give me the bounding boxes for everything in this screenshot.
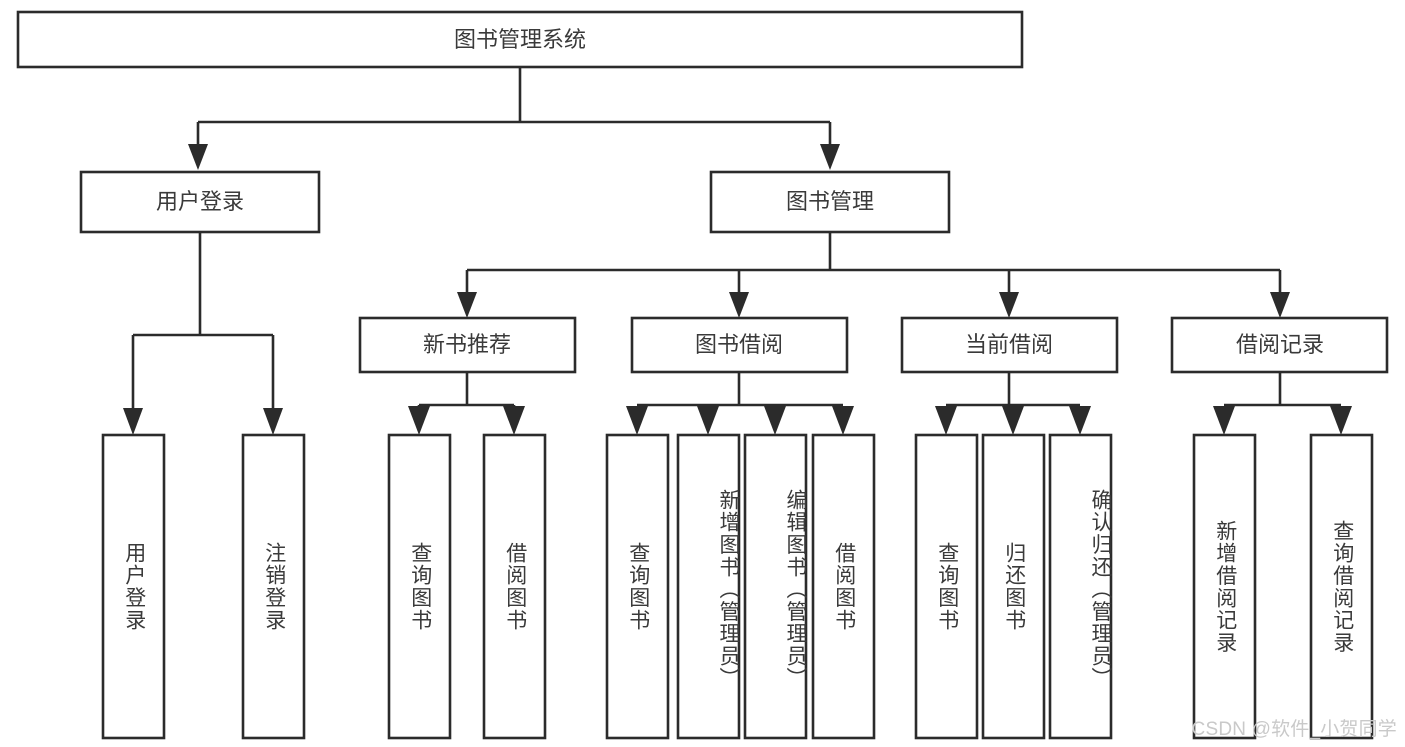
- arrow-currentborrow-leaf1: [935, 406, 957, 435]
- node-borrow-record[interactable]: 借阅记录: [1170, 316, 1389, 374]
- arrow-to-borrowrecord: [1270, 292, 1290, 318]
- arrow-bookborrow-leaf1: [626, 406, 648, 435]
- leaf-box-add-book-admin[interactable]: [676, 433, 741, 740]
- node-borrow-record-box[interactable]: [1170, 316, 1389, 374]
- node-new-book-recommend-label: 新书推荐: [423, 332, 511, 357]
- leaf-box-user-login[interactable]: [101, 433, 166, 740]
- node-book-borrow[interactable]: 图书借阅: [630, 316, 849, 374]
- leaf-box-borrow-book-2[interactable]: [811, 433, 876, 740]
- arrow-bookborrow-leaf3: [764, 406, 786, 435]
- node-user-login-box[interactable]: [79, 170, 321, 234]
- arrow-userlogin-leaf2: [263, 408, 283, 435]
- leaf-box-borrow-book-1[interactable]: [482, 433, 547, 740]
- node-current-borrow-label: 当前借阅: [965, 332, 1053, 357]
- arrow-newbook-leaf2: [503, 406, 525, 435]
- node-root-label: 图书管理系统: [454, 27, 586, 52]
- leaf-box-logout[interactable]: [241, 433, 306, 740]
- arrow-newbook-leaf1: [408, 406, 430, 435]
- node-book-manage-box[interactable]: [709, 170, 951, 234]
- node-new-book-recommend-box[interactable]: [358, 316, 577, 374]
- edges-currentborrow-to-leaves: [935, 372, 1091, 435]
- arrow-to-bookborrow: [729, 292, 749, 318]
- arrow-to-user-login: [188, 144, 208, 170]
- leaf-box-return-book[interactable]: [981, 433, 1046, 740]
- node-current-borrow[interactable]: 当前借阅: [900, 316, 1119, 374]
- edges-newbook-to-leaves: [408, 372, 525, 435]
- leaf-box-add-borrow-record[interactable]: [1192, 433, 1257, 740]
- node-borrow-record-label: 借阅记录: [1236, 332, 1324, 357]
- node-current-borrow-box[interactable]: [900, 316, 1119, 374]
- edges-userlogin-to-leaves: [123, 232, 283, 435]
- leaf-box-confirm-return-admin[interactable]: [1048, 433, 1113, 740]
- edges-borrowrecord-to-leaves: [1213, 372, 1352, 435]
- node-user-login-label: 用户登录: [156, 189, 244, 214]
- leaf-box-query-book-3[interactable]: [914, 433, 979, 740]
- node-book-borrow-box[interactable]: [630, 316, 849, 374]
- node-user-login[interactable]: 用户登录: [79, 170, 321, 234]
- node-new-book-recommend[interactable]: 新书推荐: [358, 316, 577, 374]
- arrow-bookborrow-leaf4: [832, 406, 854, 435]
- node-book-borrow-label: 图书借阅: [695, 332, 783, 357]
- edges-bookmanage-to-level3: [457, 232, 1290, 318]
- leaf-box-query-book-2[interactable]: [605, 433, 670, 740]
- node-root[interactable]: 图书管理系统: [16, 10, 1024, 69]
- arrow-currentborrow-leaf2: [1002, 406, 1024, 435]
- csdn-watermark: CSDN @软件_小贺同学: [1191, 719, 1397, 740]
- arrow-to-newbook: [457, 292, 477, 318]
- node-root-box[interactable]: [16, 10, 1024, 69]
- leaf-box-query-book-1[interactable]: [387, 433, 452, 740]
- node-book-manage-label: 图书管理: [786, 189, 874, 214]
- arrow-currentborrow-leaf3: [1069, 406, 1091, 435]
- leaf-box-edit-book-admin[interactable]: [743, 433, 808, 740]
- node-book-manage[interactable]: 图书管理: [709, 170, 951, 234]
- arrow-to-currentborrow: [999, 292, 1019, 318]
- arrow-to-book-manage: [820, 144, 840, 170]
- arrow-borrowrecord-leaf2: [1330, 406, 1352, 435]
- arrow-borrowrecord-leaf1: [1213, 406, 1235, 435]
- leaf-box-query-borrow-record[interactable]: [1309, 433, 1374, 740]
- arrow-userlogin-leaf1: [123, 408, 143, 435]
- arrow-bookborrow-leaf2: [697, 406, 719, 435]
- edges-bookborrow-to-leaves: [626, 372, 854, 435]
- edges-root-to-level2: [188, 67, 840, 170]
